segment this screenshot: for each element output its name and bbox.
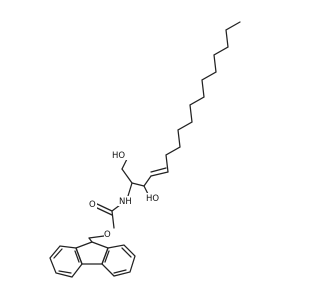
- ester-oxygen-label: O: [104, 230, 111, 240]
- amino-diol-core: [121, 158, 150, 197]
- alkene-linker: [143, 167, 169, 187]
- atom-labels: HO HO NH O O: [89, 150, 163, 240]
- carbonyl-oxygen-label: O: [89, 200, 96, 210]
- ester-o-to-ch2-bond: [88, 235, 105, 239]
- left-benzene-ring: [49, 245, 83, 278]
- five-ring-bond: [75, 241, 93, 249]
- left-ring-double-bond: [58, 270, 72, 274]
- trans-double-bond-inner: [150, 167, 167, 173]
- carbonyl-to-ester-o-bond: [111, 210, 115, 229]
- hydroxyl-label-top: HO: [112, 151, 125, 161]
- hydroxyl-label-right: HO: [146, 194, 159, 204]
- c1-to-oh-bond: [121, 158, 128, 170]
- right-ring-double-bond: [121, 247, 132, 258]
- left-ring-double-bond: [53, 248, 63, 259]
- alkyl-chain: [165, 21, 241, 173]
- carbonyl-double-bond-inner: [94, 206, 113, 216]
- right-ring-double-bond: [113, 269, 127, 274]
- carbinol-to-c2-bond: [131, 182, 145, 187]
- trans-double-bond: [150, 171, 169, 177]
- c2-to-c1-bond: [121, 168, 133, 184]
- right-ring-double-bond: [104, 250, 110, 263]
- alkene-to-carbinol-bond: [143, 175, 152, 187]
- carbonyl-double-bond: [94, 202, 113, 212]
- ch2-to-c9-bond: [88, 237, 93, 243]
- molecule-structure: HO HO NH O O: [49, 21, 241, 278]
- c2-to-n-bond: [127, 182, 133, 197]
- fluorenyl-group: [49, 241, 136, 278]
- amine-label: NH: [119, 197, 132, 207]
- left-ring-double-bond: [74, 250, 80, 263]
- right-benzene-ring: [101, 244, 136, 277]
- alkyl-chain-bonds: [165, 21, 241, 173]
- five-ring-bond: [91, 241, 109, 249]
